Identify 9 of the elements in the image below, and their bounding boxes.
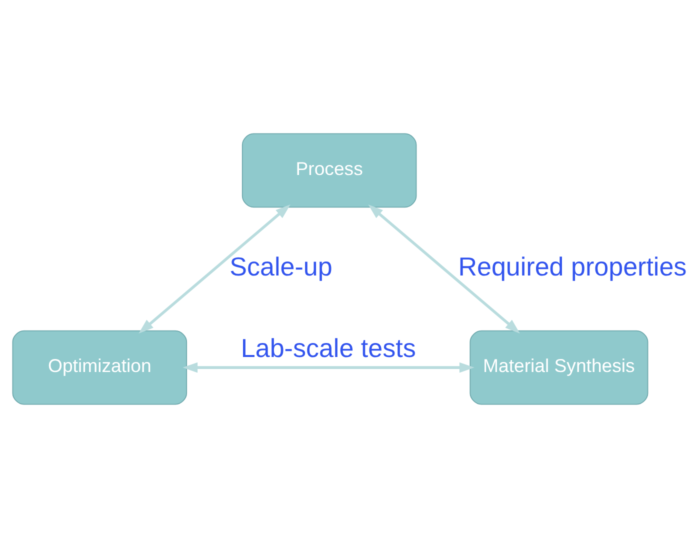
edge-label: Lab-scale tests: [240, 332, 416, 363]
arrow: [182, 362, 474, 373]
edge-label: Scale-up: [230, 251, 332, 282]
node-box: Process: [242, 133, 417, 208]
edge-label: Required properties: [458, 251, 687, 282]
node-box: Material Synthesis: [470, 330, 648, 405]
arrow: [138, 204, 290, 334]
node-box: Optimization: [12, 330, 188, 405]
arrow: [368, 204, 520, 334]
